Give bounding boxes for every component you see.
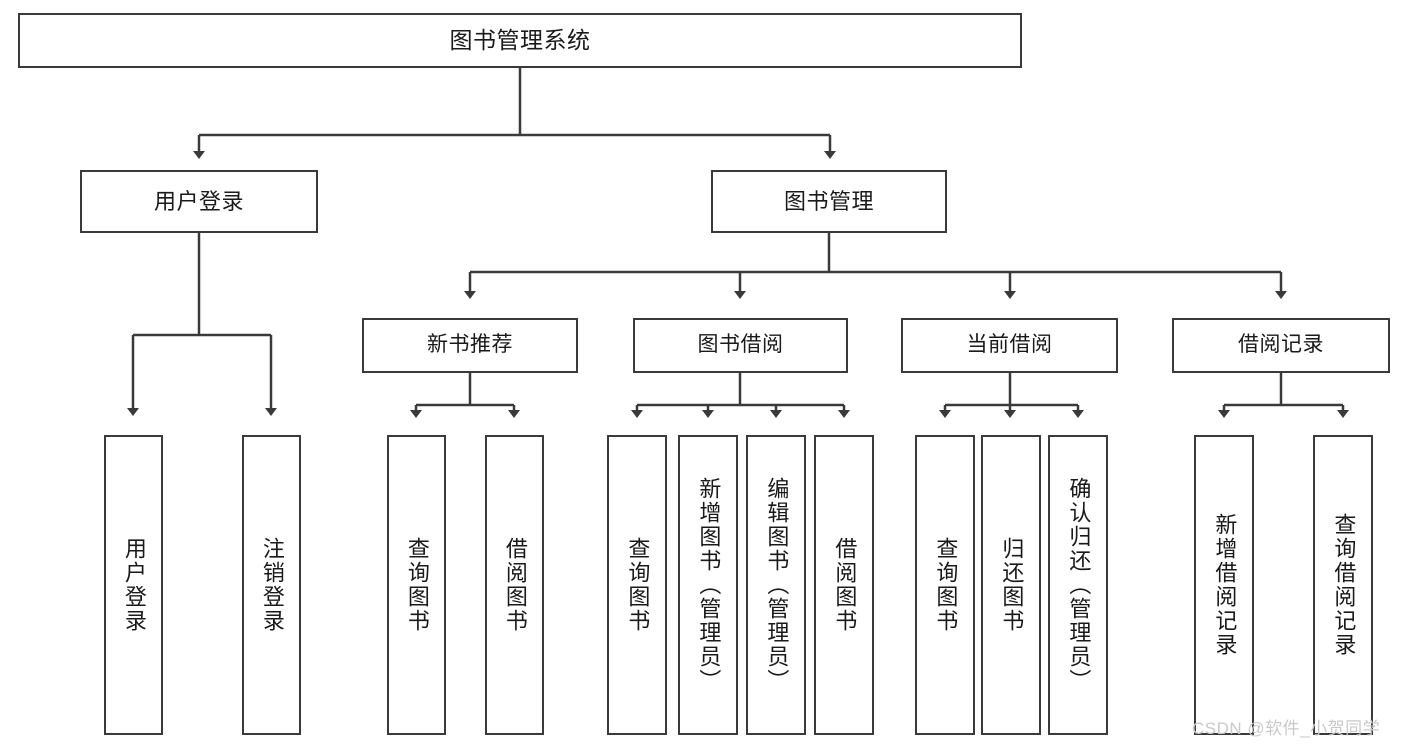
node-label: 当前借阅: [966, 333, 1053, 357]
node-label: 查询借阅记录: [1331, 513, 1357, 657]
node-label: 图书借阅: [697, 333, 784, 357]
node-label: 借阅图书: [502, 537, 528, 633]
node-label: 图书管理系统: [449, 27, 591, 54]
node-label: 新增借阅记录: [1212, 513, 1238, 657]
node-label: 查询图书: [404, 537, 430, 633]
node-label: 归还图书: [999, 537, 1025, 633]
leaf-user-login-logout[interactable]: 注销登录: [242, 435, 301, 735]
node-current-borrow[interactable]: 当前借阅: [901, 318, 1118, 373]
leaf-current-return-book[interactable]: 归还图书: [981, 435, 1041, 735]
node-label: 用户登录: [153, 188, 244, 214]
leaf-recommend-borrow-book[interactable]: 借阅图书: [485, 435, 544, 735]
leaf-record-add-record[interactable]: 新增借阅记录: [1194, 435, 1254, 735]
node-book-borrow[interactable]: 图书借阅: [633, 318, 848, 373]
node-label: 确认归还（管理员）: [1066, 477, 1092, 693]
node-label: 图书管理: [783, 188, 874, 214]
node-label: 借阅图书: [832, 537, 858, 633]
node-book-management[interactable]: 图书管理: [711, 170, 947, 233]
node-new-book-recommend[interactable]: 新书推荐: [362, 318, 578, 373]
leaf-user-login-login[interactable]: 用户登录: [104, 435, 163, 735]
node-label: 查询图书: [933, 537, 959, 633]
node-label: 借阅记录: [1238, 333, 1324, 357]
leaf-current-query-book[interactable]: 查询图书: [915, 435, 975, 735]
csdn-watermark: CSDN @软件_小贺同学: [1192, 719, 1381, 738]
leaf-recommend-query-book[interactable]: 查询图书: [387, 435, 446, 735]
leaf-borrow-add-book-admin[interactable]: 新增图书（管理员）: [678, 435, 738, 735]
node-label: 用户登录: [121, 537, 147, 633]
leaf-borrow-query-book[interactable]: 查询图书: [607, 435, 667, 735]
leaf-current-confirm-return-admin[interactable]: 确认归还（管理员）: [1048, 435, 1108, 735]
node-label: 编辑图书（管理员）: [764, 477, 790, 693]
node-label: 查询图书: [625, 537, 651, 633]
leaf-borrow-edit-book-admin[interactable]: 编辑图书（管理员）: [746, 435, 806, 735]
node-label: 新书推荐: [427, 333, 513, 357]
leaf-record-query-record[interactable]: 查询借阅记录: [1313, 435, 1373, 735]
node-root-system[interactable]: 图书管理系统: [18, 13, 1022, 68]
node-borrow-record[interactable]: 借阅记录: [1172, 318, 1390, 373]
node-label: 新增图书（管理员）: [696, 477, 722, 693]
node-user-login[interactable]: 用户登录: [80, 170, 318, 233]
node-label: 注销登录: [259, 537, 285, 633]
leaf-borrow-borrow-book[interactable]: 借阅图书: [814, 435, 874, 735]
